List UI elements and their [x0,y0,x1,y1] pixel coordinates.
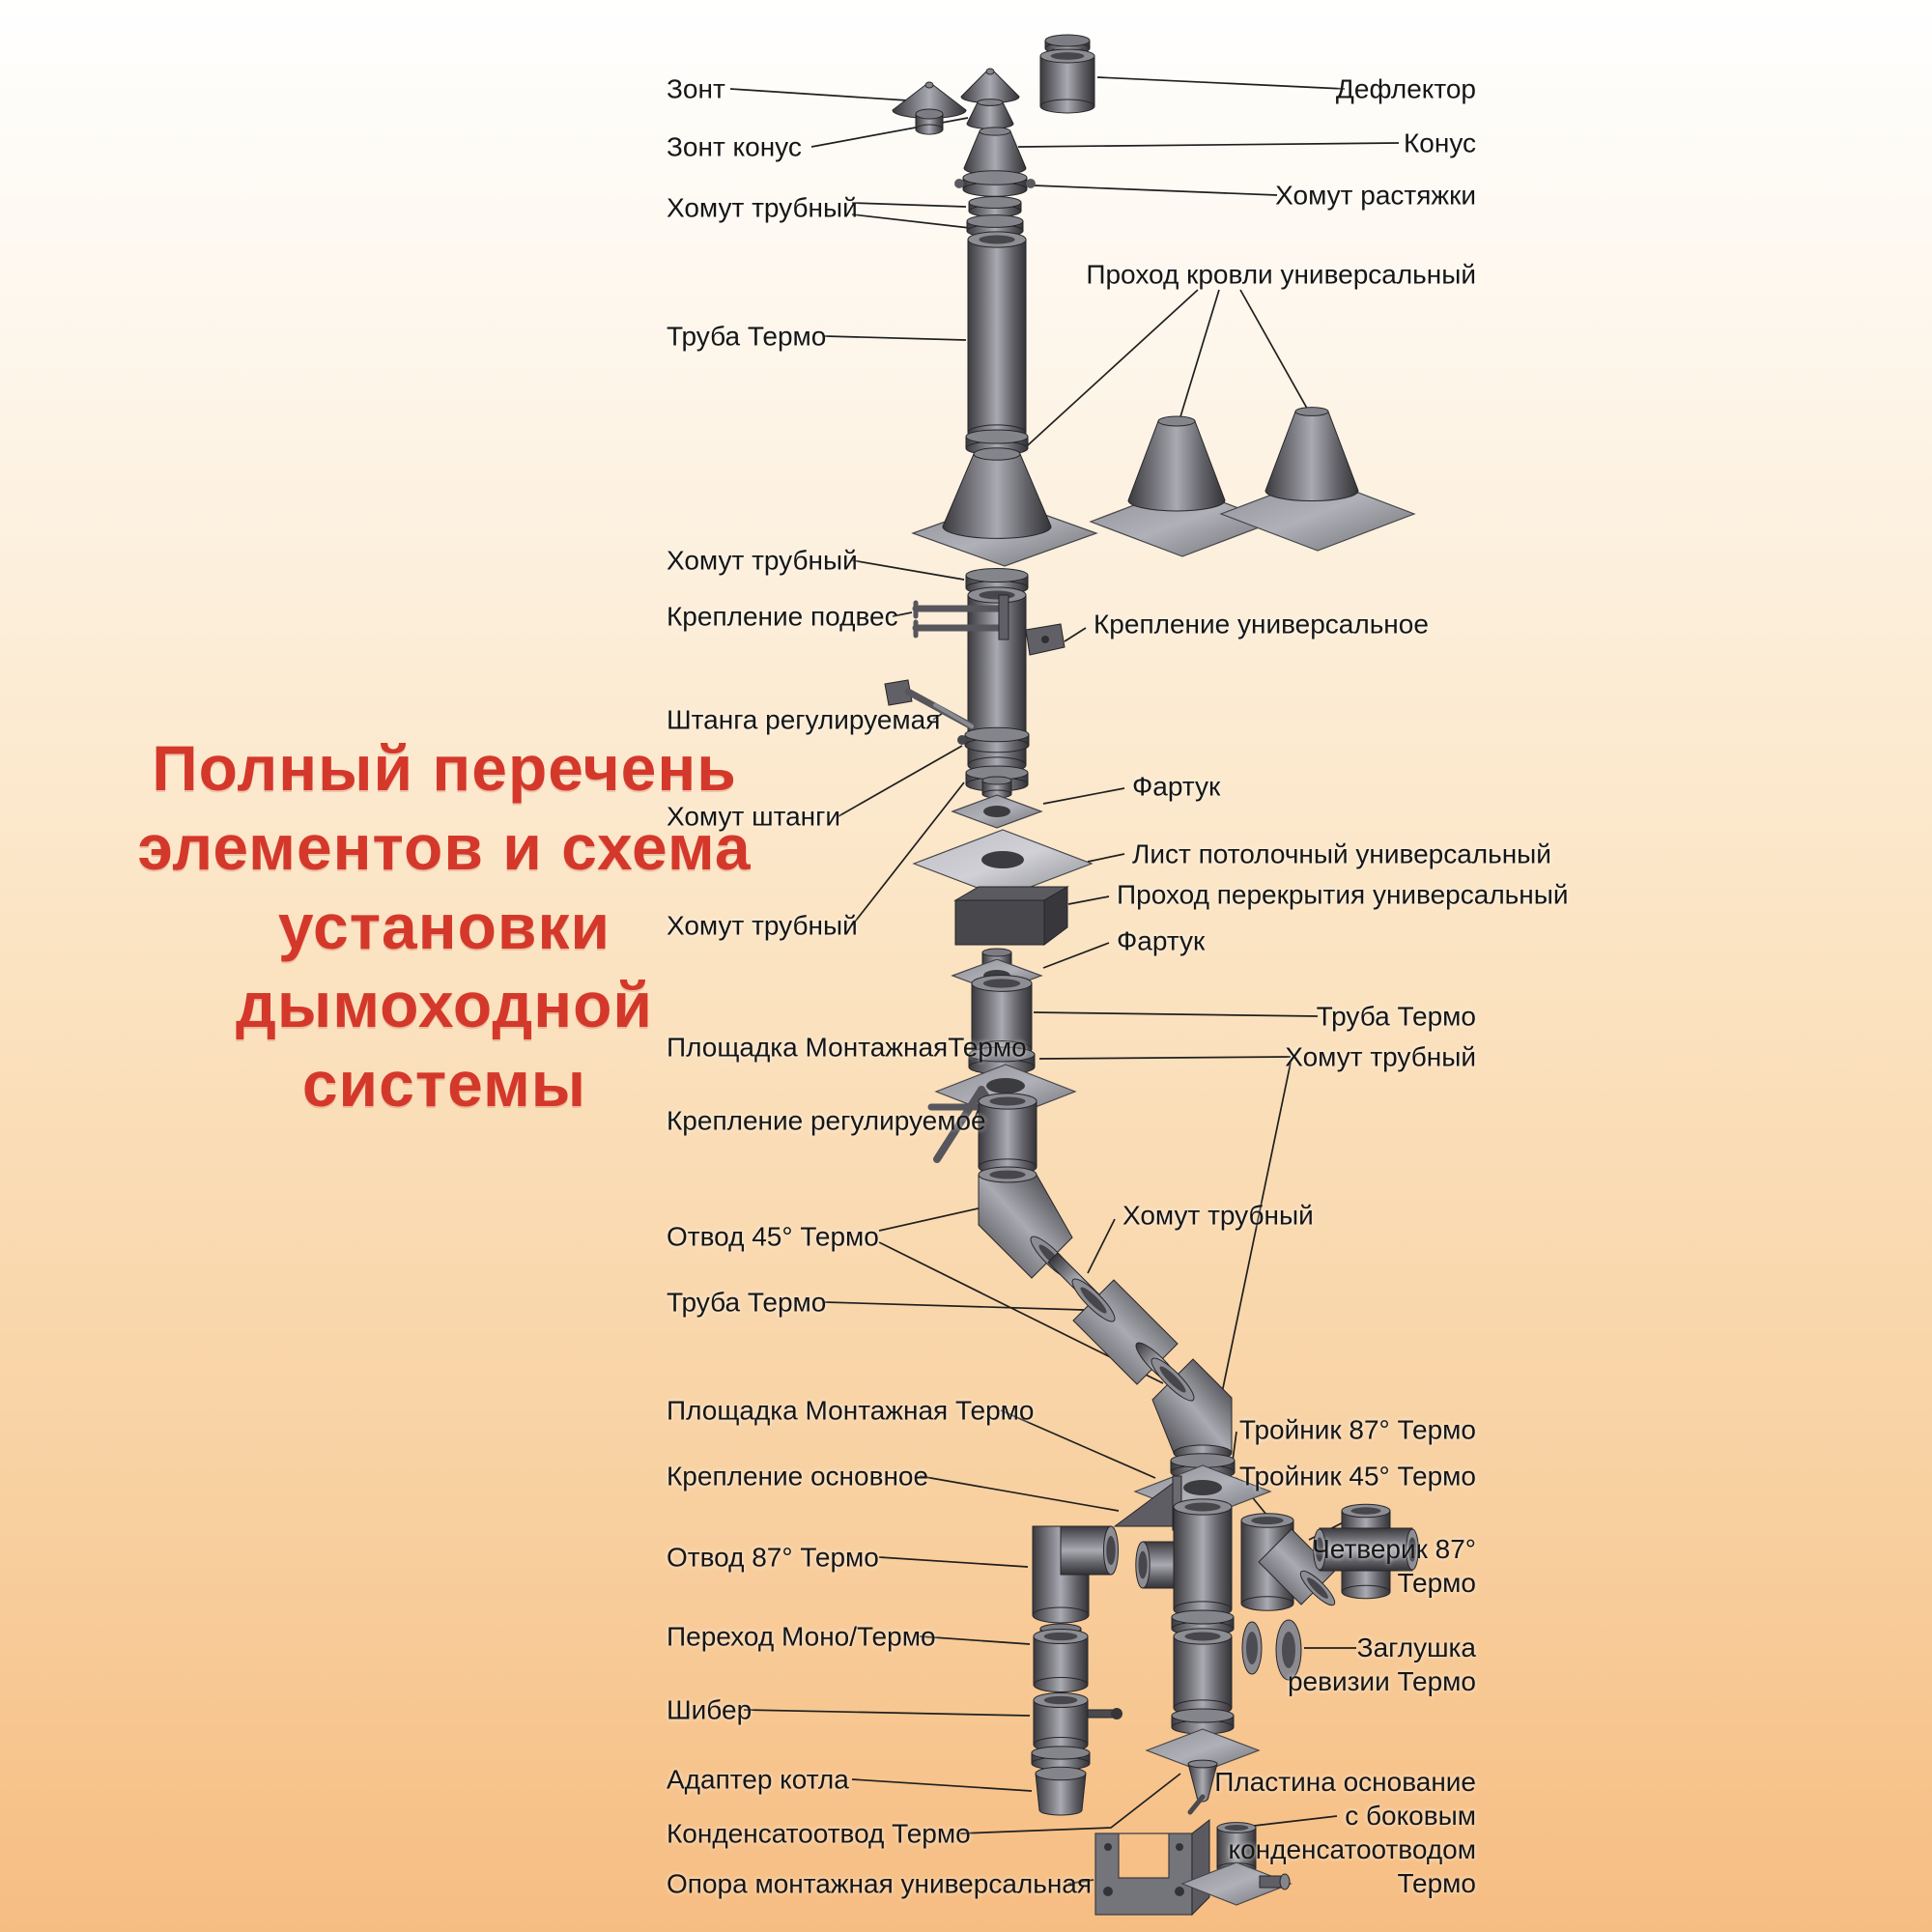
label-adapter-kotla: Адаптер котла [667,1764,849,1795]
label-homut-trubny-5: Хомут трубный [1122,1200,1314,1231]
label-fartuk-2: Фартук [1117,925,1206,956]
label-truba-termo-2: Труба Термо [667,1287,827,1318]
label-homut-rastyazhki: Хомут растяжки [1275,180,1476,211]
label-ploshchadka-montazhnaya-2: Площадка Монтажная Термо [667,1395,1035,1426]
label-truba-termo-1: Труба Термо [667,321,827,352]
label-homut-shtangi: Хомут штанги [667,801,840,832]
label-homut-trubny-4: Хомут трубный [1285,1041,1476,1072]
label-zaglushka-revizii: Заглушка ревизии Термо [1287,1633,1476,1696]
label-plastina-osnovanie: Пластина основание с боковым конденсатоо… [1214,1767,1476,1898]
label-kreplenie-osnovnoe: Крепление основное [667,1461,929,1492]
label-kondensatootvod-termo: Конденсатоотвод Термо [667,1818,971,1849]
label-shtanga-reguliruemaya: Штанга регулируемая [667,704,941,735]
label-kreplenie-podves: Крепление подвес [667,601,898,632]
label-prohod-krovli: Проход кровли универсальный [1086,259,1476,290]
label-otvod-87-termo: Отвод 87° Термо [667,1542,879,1573]
label-homut-trubny-1: Хомут трубный [667,192,858,223]
label-prohod-perekrytiya: Проход перекрытия универсальный [1117,879,1569,910]
label-ploshchadka-montazhnaya-1: Площадка МонтажнаяТермо [667,1032,1027,1063]
label-zont-konus: Зонт конус [667,131,802,162]
label-homut-trubny-2: Хомут трубный [667,545,858,576]
label-chetverik-87: Четверик 87° Термо [1312,1534,1476,1598]
label-truba-termo-3: Труба Термо [1316,1001,1476,1032]
label-perekhod-mono-termo: Переход Моно/Термо [667,1621,936,1652]
label-kreplenie-reguliruemoe: Крепление регулируемое [667,1105,986,1136]
label-otvod-45-termo: Отвод 45° Термо [667,1221,879,1252]
label-troynik-87: Тройник 87° Термо [1238,1414,1476,1445]
diagram-parts [884,34,1419,1917]
label-konus: Конус [1403,128,1476,158]
label-fartuk-1: Фартук [1132,771,1221,802]
label-homut-trubny-3: Хомут трубный [667,910,858,941]
label-shiber: Шибер [667,1694,753,1725]
label-opora-montazhnaya: Опора монтажная универсальная [667,1868,1093,1899]
page-title: Полный перечень элементов и схема устано… [137,732,752,1121]
label-kreplenie-universalnoe: Крепление универсальное [1094,609,1429,639]
label-troynik-45: Тройник 45° Термо [1238,1461,1476,1492]
label-list-potolochny: Лист потолочный универсальный [1132,838,1551,869]
label-zont: Зонт [667,73,725,104]
label-deflektor: Дефлектор [1335,73,1476,104]
